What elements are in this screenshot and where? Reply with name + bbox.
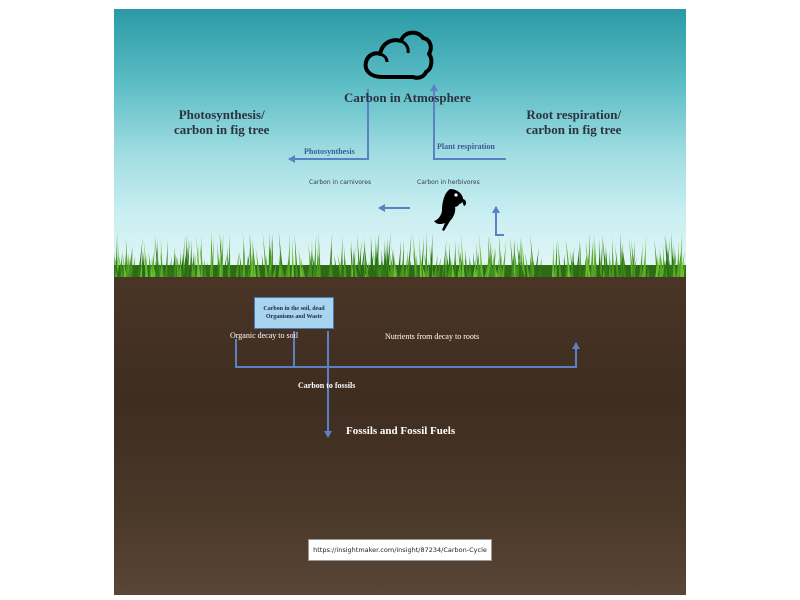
photosynthesis-label: Photosynthesis: [304, 147, 355, 156]
left-stock-line2: carbon in fig tree: [174, 122, 270, 137]
soil-carbon-stock: Carbon in the soil, dead Organisms and W…: [254, 297, 334, 329]
parrot-icon: [434, 189, 467, 231]
organic-decay-label: Organic decay to soil: [230, 331, 299, 340]
atmosphere-label: Carbon in Atmosphere: [344, 90, 471, 105]
cloud-icon: [363, 30, 434, 80]
right-stock-label: Root respiration/ carbon in fig tree: [526, 107, 621, 137]
fossils-stock-label: Fossils and Fossil Fuels: [346, 425, 456, 437]
right-stock-line2: carbon in fig tree: [526, 122, 622, 137]
flow-arrows: [235, 84, 580, 438]
nutrients-label: Nutrients from decay to roots: [385, 332, 480, 341]
right-stock-line1: Root respiration/: [526, 107, 622, 122]
plant-respiration-label: Plant respiration: [437, 142, 495, 151]
carbon-to-fossils-label: Carbon to fossils: [298, 381, 356, 390]
sky-background: [114, 9, 686, 271]
carbon-cycle-diagram: Carbon in Atmosphere Photosynthesis/ car…: [114, 9, 686, 595]
grass-strip: [114, 231, 686, 277]
herbivore-arrow: [492, 206, 504, 236]
plant-respiration-arrow: [430, 84, 506, 160]
source-url[interactable]: https://insightmaker.com/insight/87234/C…: [308, 539, 492, 561]
left-stock-line1: Photosynthesis/: [178, 107, 265, 122]
herbivores-label: Carbon in herbivores: [417, 179, 480, 186]
nutrients-arrow: [294, 342, 580, 368]
carnivores-label: Carbon in carnivores: [309, 179, 372, 186]
left-stock-label: Photosynthesis/ carbon in fig tree: [174, 107, 269, 137]
organic-decay-arrow: [235, 331, 295, 368]
photosynthesis-arrow: [288, 89, 369, 163]
